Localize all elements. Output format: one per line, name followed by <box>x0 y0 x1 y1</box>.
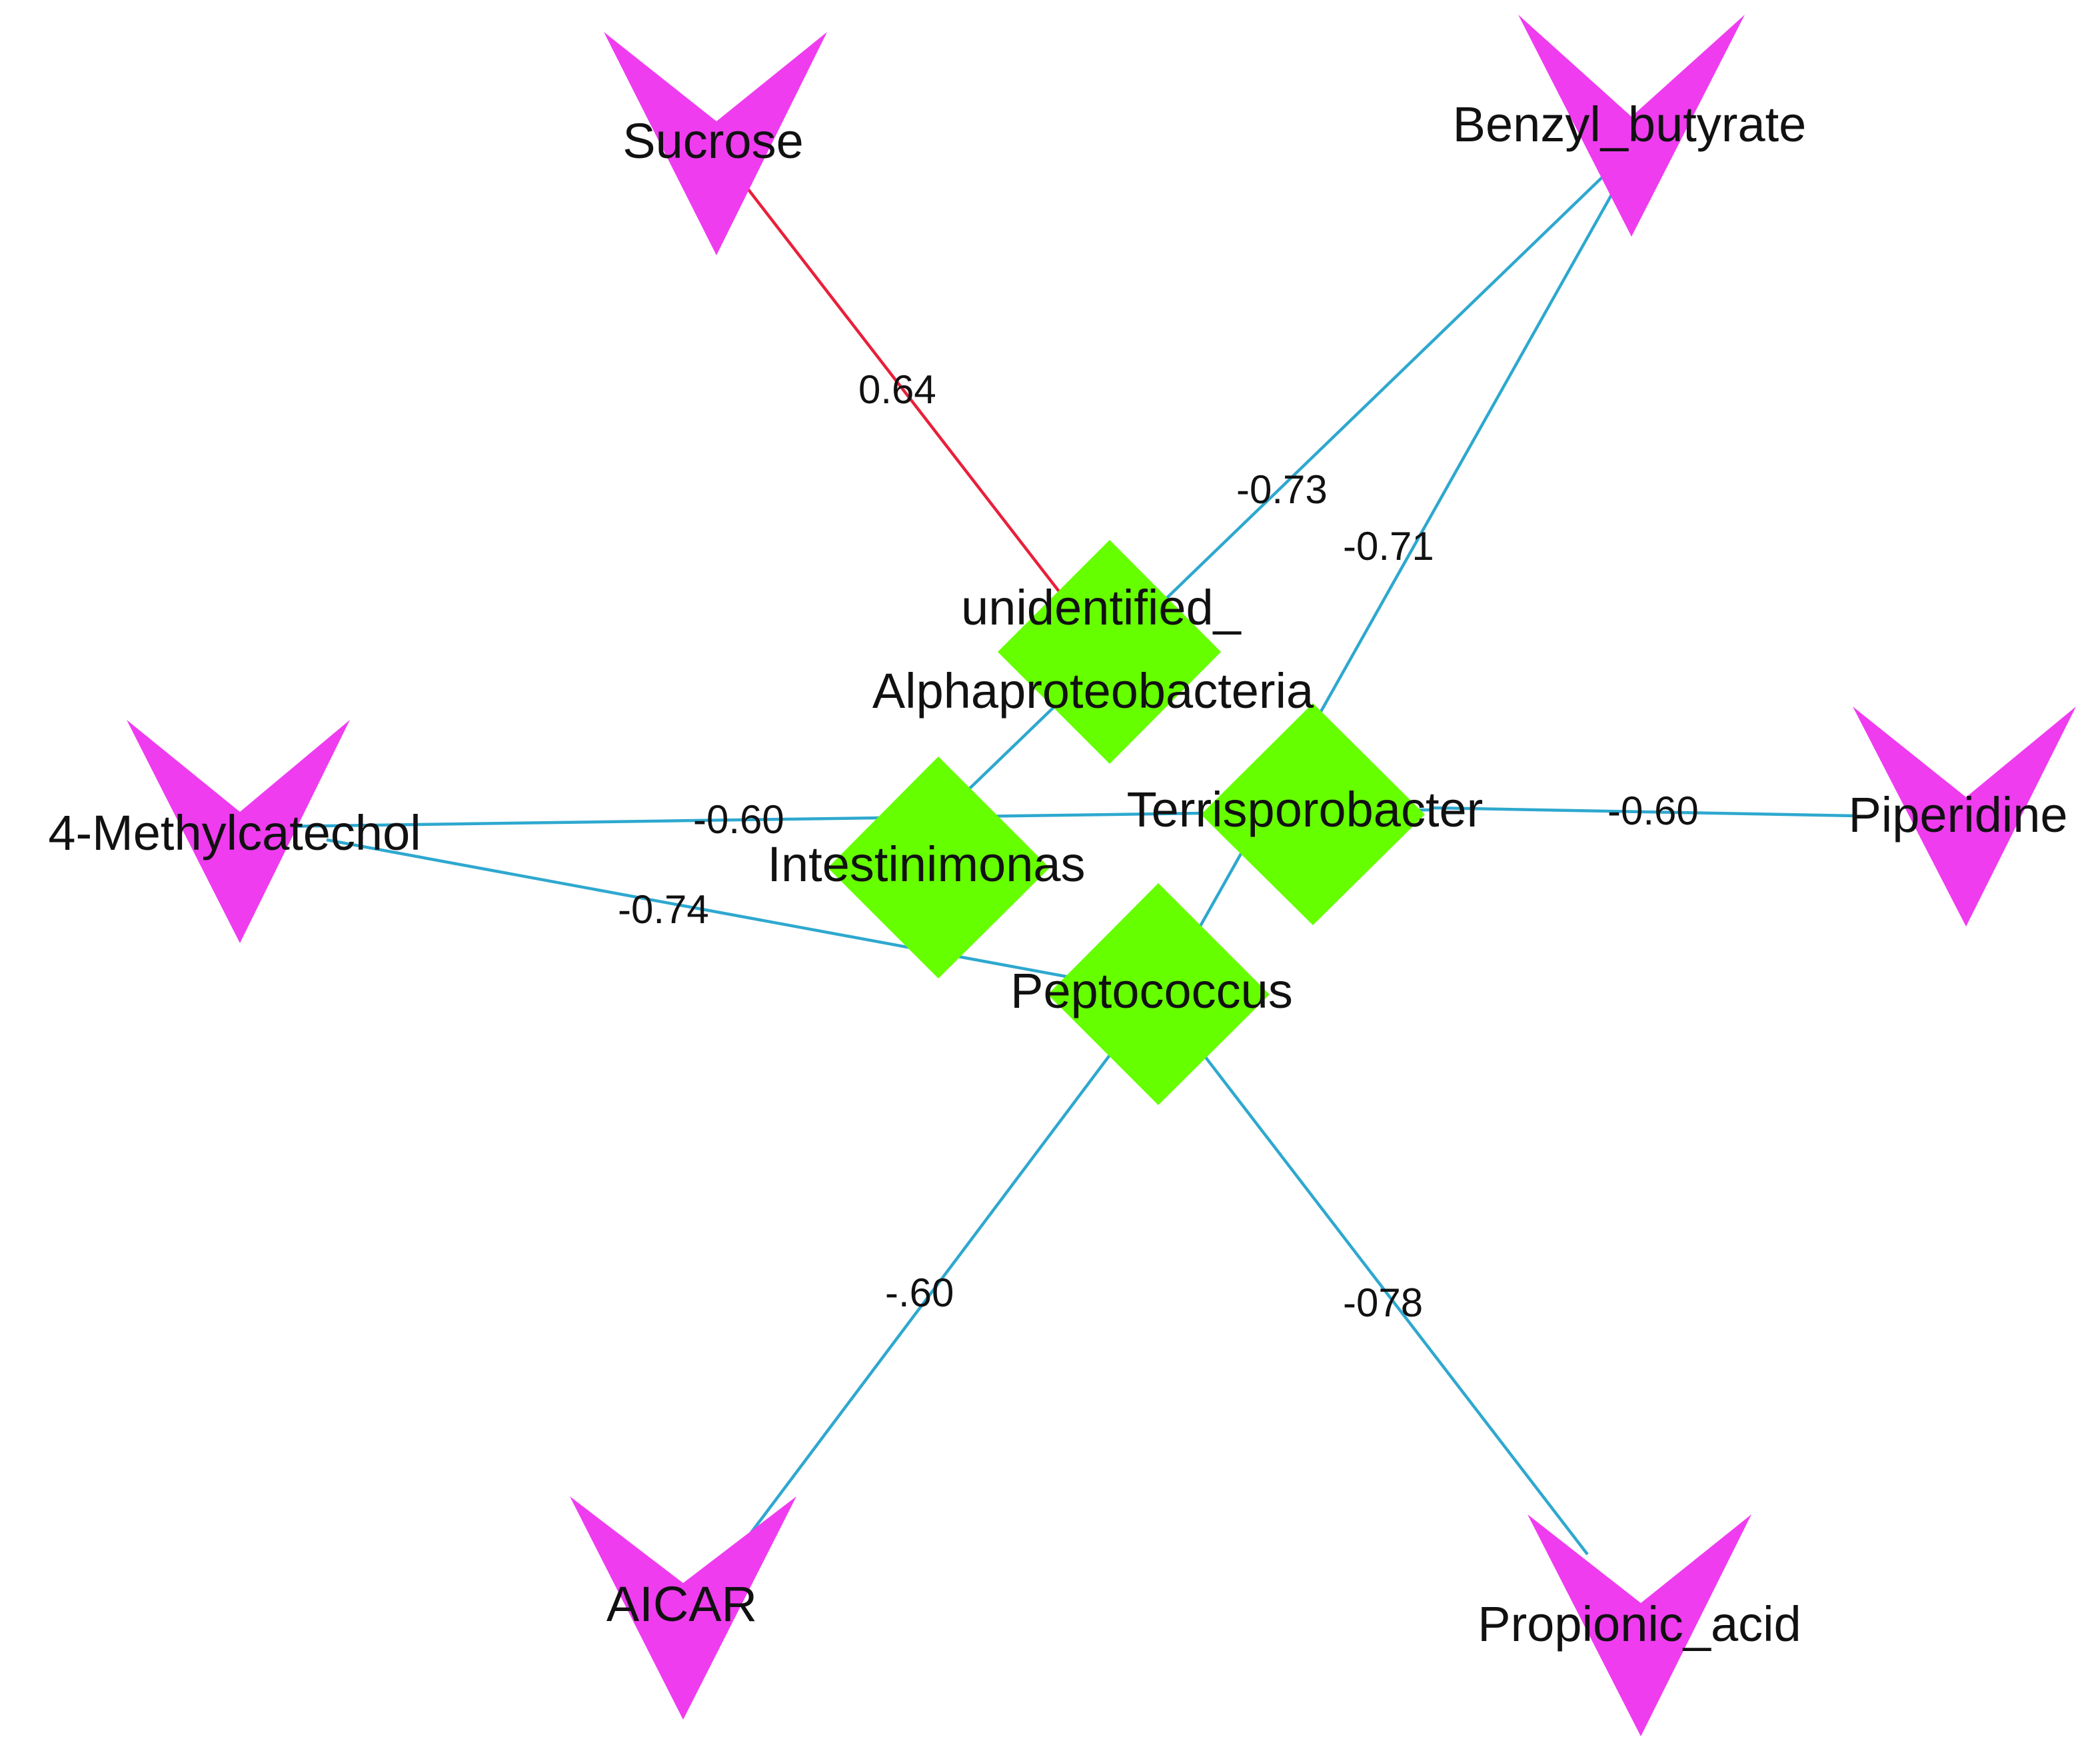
node-alphaproteobacteria[interactable] <box>998 540 1221 764</box>
edge-label-methylcatechol-terrisporobacter: -0.60 <box>693 797 784 842</box>
metabolite-nodes <box>127 15 2076 1736</box>
node-labels: Sucrose Benzyl_butyrate 4-Methylcatechol… <box>48 97 2067 1652</box>
edge-label-benzyl-butyrate-alphaproteobacteria: -0.73 <box>1236 467 1328 512</box>
label-terrisporobacter: Terrisporobacter <box>1127 782 1484 837</box>
label-benzyl-butyrate: Benzyl_butyrate <box>1453 97 1807 152</box>
node-intestinimonas[interactable] <box>828 757 1050 978</box>
edge-labels: 0.64 -0.73 -0.71 -0.60 -0.74 -0.60 -.60 … <box>618 367 1699 1325</box>
node-peptococcus[interactable] <box>1048 883 1270 1105</box>
edge-label-benzyl-butyrate-peptococcus: -0.71 <box>1343 524 1434 569</box>
label-piperidine: Piperidine <box>1848 787 2067 843</box>
edge-methylcatechol-peptococcus <box>326 838 1157 995</box>
label-methylcatechol: 4-Methylcatechol <box>48 805 421 861</box>
node-aicar[interactable] <box>570 1496 796 1720</box>
node-piperidine[interactable] <box>1853 707 2076 926</box>
edge-benzyl-butyrate-alphaproteobacteria <box>932 175 1604 825</box>
edge-piperidine-terrisporobacter <box>1432 806 1857 818</box>
label-propionic-acid: Propionic_acid <box>1478 1596 1801 1652</box>
edge-label-methylcatechol-peptococcus: -0.74 <box>618 887 709 932</box>
node-terrisporobacter[interactable] <box>1201 703 1425 925</box>
edge-label-piperidine-terrisporobacter: -0.60 <box>1607 789 1699 833</box>
node-benzyl-butyrate[interactable] <box>1518 15 1745 237</box>
edge-aicar-peptococcus <box>738 992 1158 1549</box>
edge-label-sucrose-alphaproteobacteria: 0.64 <box>858 367 936 412</box>
label-aicar: AICAR <box>606 1576 757 1632</box>
edge-label-aicar-peptococcus: -.60 <box>885 1270 954 1315</box>
edge-propionic-acid-peptococcus <box>1155 992 1589 1556</box>
label-alphaproteobacteria-line2: Alphaproteobacteria <box>872 663 1314 719</box>
edges <box>279 173 1857 1556</box>
label-intestinimonas: Intestinimonas <box>767 837 1085 892</box>
label-peptococcus: Peptococcus <box>1010 963 1293 1018</box>
edge-sucrose-alphaproteobacteria <box>744 184 1064 598</box>
edge-label-propionic-acid-peptococcus: -078 <box>1343 1280 1423 1325</box>
label-alphaproteobacteria-line1: unidentified_ <box>961 580 1242 635</box>
node-sucrose[interactable] <box>604 32 827 255</box>
node-propionic-acid[interactable] <box>1528 1514 1751 1736</box>
node-methylcatechol[interactable] <box>127 720 350 943</box>
bacteria-nodes <box>828 540 1425 1105</box>
label-sucrose: Sucrose <box>622 113 803 169</box>
